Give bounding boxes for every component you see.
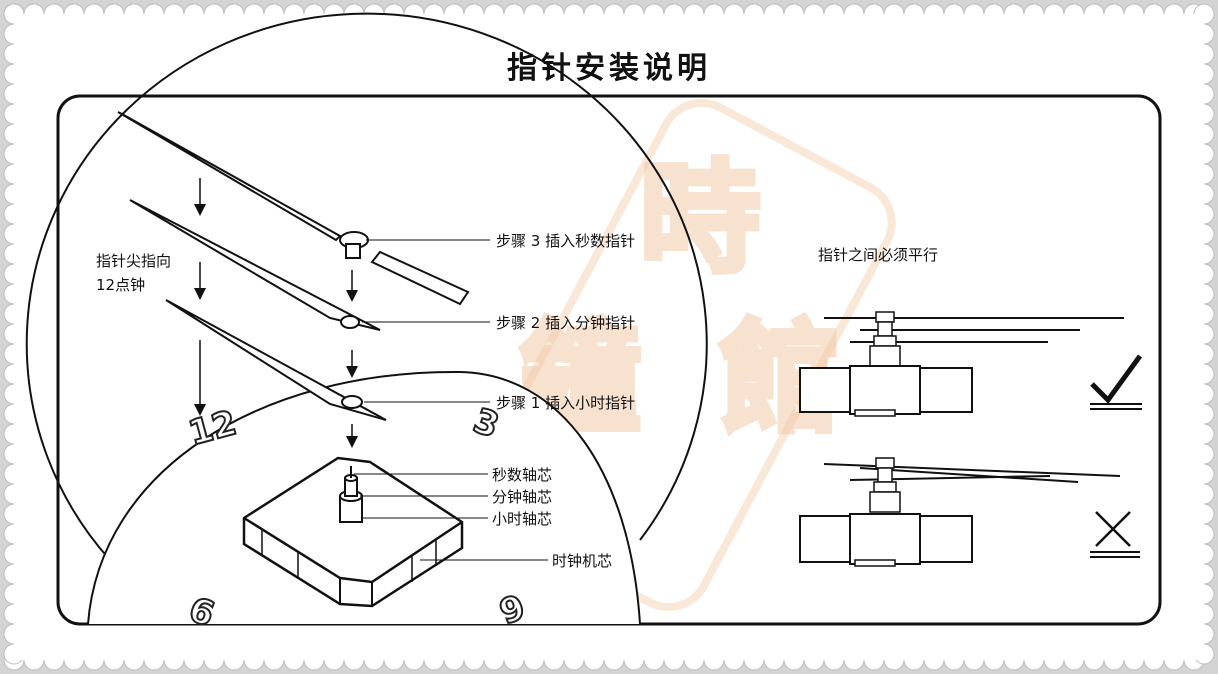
- step-1-label: 步骤 1 插入小时指针: [496, 394, 635, 412]
- clock-dial: [87, 370, 641, 625]
- movement-label: 时钟机芯: [552, 552, 612, 570]
- minute-hand: [129, 199, 381, 331]
- leader-lines: [354, 239, 548, 561]
- page-title: 指针安装说明: [507, 51, 711, 86]
- tip-label-line-1: 指针尖指向: [96, 252, 171, 270]
- clock-movement: [242, 456, 464, 608]
- parallel-note: 指针之间必须平行: [818, 246, 938, 264]
- step-2-label: 步骤 2 插入分钟指针: [496, 314, 635, 332]
- clock-dial-arc: [25, 12, 708, 561]
- step-3-label: 步骤 3 插入秒数指针: [496, 232, 635, 250]
- correct-example: [799, 311, 1143, 417]
- second-hand: [117, 111, 470, 306]
- watermark-char-1: 時: [640, 148, 760, 289]
- incorrect-example: [799, 457, 1140, 567]
- arrows: [194, 178, 358, 448]
- hour-shaft-label: 小时轴芯: [492, 510, 552, 528]
- second-shaft-label: 秒数轴芯: [492, 466, 552, 484]
- minute-shaft-label: 分钟轴芯: [492, 488, 552, 506]
- cross-icon: [1095, 511, 1131, 547]
- tip-label-line-2: 12点钟: [96, 276, 145, 294]
- hour-hand: [165, 299, 387, 421]
- checkmark-icon: [1090, 354, 1143, 404]
